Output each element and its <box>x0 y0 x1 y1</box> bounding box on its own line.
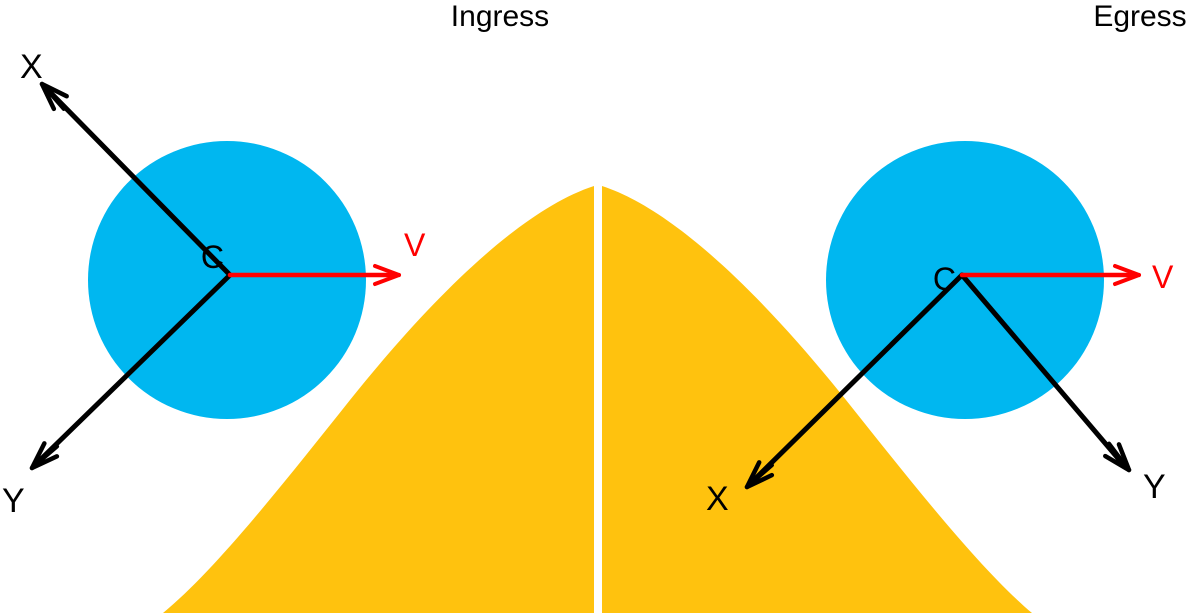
ingress-velocity-vector <box>227 264 401 286</box>
egress-center-label: C <box>933 261 956 297</box>
ingress-header: Ingress <box>451 0 549 33</box>
panel-ingress: X Y V C <box>2 48 426 520</box>
egress-x-label: X <box>706 480 729 518</box>
ingress-y-label: Y <box>2 482 25 520</box>
egress-velocity-vector <box>959 264 1141 286</box>
egress-y-vector <box>959 272 1136 476</box>
limb-left-half <box>163 186 594 613</box>
egress-y-label: Y <box>1143 468 1166 506</box>
ingress-x-vector <box>36 78 233 278</box>
panel-egress: X Y V C <box>706 141 1174 518</box>
egress-velocity-label: V <box>1152 259 1174 295</box>
ingress-x-label: X <box>20 48 43 86</box>
egress-header: Egress <box>1093 0 1186 33</box>
limb-right-half <box>602 186 1032 613</box>
egress-x-vector <box>741 272 965 493</box>
ingress-y-vector <box>26 272 233 474</box>
ingress-center-label: C <box>201 239 224 275</box>
ingress-velocity-label: V <box>404 227 426 263</box>
